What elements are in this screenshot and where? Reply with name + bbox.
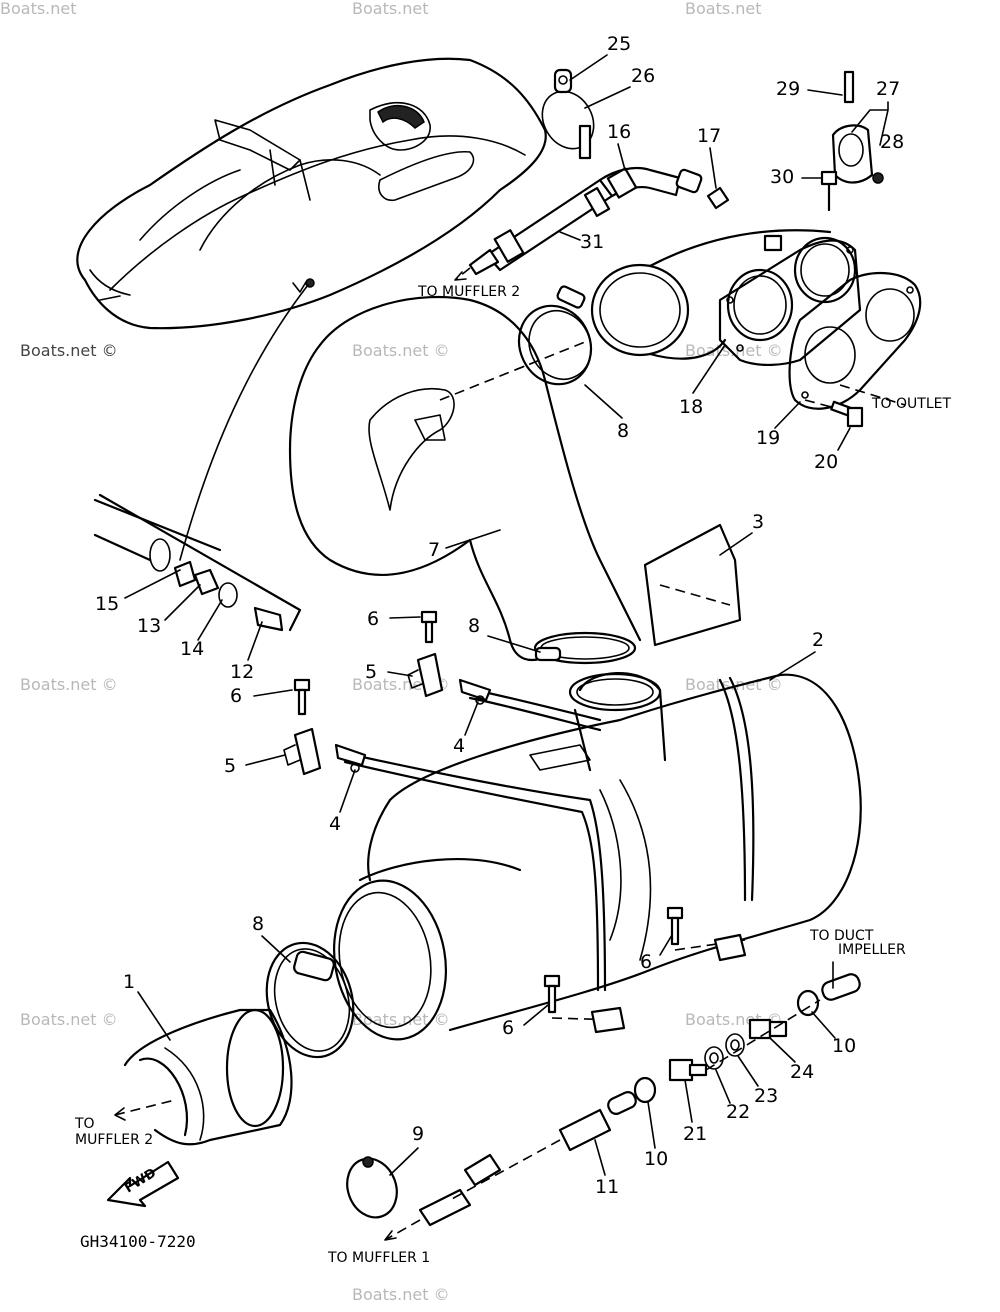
watermark: Boats.net [685, 0, 762, 18]
caption-muffler-2-bottom: MUFFLER 2 [75, 1132, 153, 1148]
clamp-26 [541, 68, 595, 160]
caption-to-outlet: TO OUTLET [871, 396, 951, 412]
callout-27: 27 [876, 78, 900, 100]
callout-6: 6 [230, 685, 242, 707]
watermark: Boats.net © [20, 675, 118, 694]
clamp-8-lower [265, 941, 355, 1059]
watermark: Boats.net [352, 0, 429, 18]
callout-11: 11 [595, 1176, 619, 1198]
callout-6: 6 [640, 951, 652, 973]
callout-8: 8 [252, 913, 264, 935]
captions: TO MUFFLER 2 TO OUTLET TO DUCT IMPELLER … [74, 284, 951, 1266]
watermark: Boats.net © [20, 1010, 118, 1029]
callout-4: 4 [453, 735, 465, 757]
bracket-5-lower [283, 727, 322, 776]
callout-8: 8 [617, 420, 629, 442]
callout-20: 20 [814, 451, 838, 473]
callout-17: 17 [697, 125, 721, 147]
watermark-group: Boats.net Boats.net Boats.net Boats.net … [0, 0, 783, 1304]
callout-8: 8 [468, 615, 480, 637]
insulation-sheet-3 [643, 523, 742, 647]
muffler-2 [332, 671, 862, 1041]
fitting-24 [748, 1018, 788, 1040]
callout-5: 5 [365, 661, 377, 683]
bracket-5-upper [407, 652, 444, 698]
watermark: Boats.net [0, 0, 77, 18]
callouts: 25 26 16 17 29 27 28 30 31 8 18 19 20 7 … [95, 33, 904, 1198]
strap-4-upper [458, 676, 755, 902]
clamp-9 [346, 1156, 398, 1219]
callout-26: 26 [631, 65, 655, 87]
caption-to-muffler-1: TO MUFFLER 1 [327, 1250, 430, 1266]
callout-30: 30 [770, 166, 794, 188]
washer-22 [704, 1046, 724, 1070]
callout-18: 18 [679, 396, 703, 418]
callout-3: 3 [752, 511, 764, 533]
watermark: Boats.net © [20, 341, 118, 360]
callout-15: 15 [95, 593, 119, 615]
fwd-arrow-icon: FWD [106, 1160, 180, 1208]
callout-10: 10 [832, 1035, 856, 1057]
outlet-pipe-18 [590, 229, 862, 366]
exhaust-elbow-7 [288, 295, 642, 662]
watermark: Boats.net © [685, 341, 783, 360]
callout-25: 25 [607, 33, 631, 55]
caption-to-muffler-2-top: TO MUFFLER 2 [417, 284, 520, 300]
water-hose-assembly [454, 166, 703, 281]
valve-assembly-27 [820, 70, 884, 212]
clamp-8-top [514, 285, 593, 386]
caption-to: TO [74, 1116, 95, 1132]
washer-23 [725, 1033, 745, 1057]
hose-11 [384, 1091, 637, 1241]
hose-to-duct [821, 973, 861, 1001]
callout-6: 6 [367, 608, 379, 630]
callout-31: 31 [580, 231, 604, 253]
bolt-6 [293, 678, 311, 716]
callout-24: 24 [790, 1061, 814, 1083]
leader-line [179, 284, 309, 561]
watermark: Boats.net © [352, 341, 450, 360]
clamp-8-middle [533, 631, 637, 665]
callout-10: 10 [644, 1148, 668, 1170]
callout-13: 13 [137, 615, 161, 637]
callout-4: 4 [329, 813, 341, 835]
fitting-21 [668, 999, 821, 1082]
caption-impeller: IMPELLER [838, 942, 906, 958]
clip-10-lower [633, 1076, 657, 1104]
callout-1: 1 [123, 971, 135, 993]
clip-17 [706, 186, 730, 210]
callout-23: 23 [754, 1085, 778, 1107]
callout-12: 12 [230, 661, 254, 683]
joint-pipe-1 [114, 1008, 293, 1146]
watermark: Boats.net © [352, 1285, 450, 1304]
strap-4-lower [334, 743, 607, 992]
bolt-6 [420, 610, 438, 644]
callout-22: 22 [726, 1101, 750, 1123]
callout-5: 5 [224, 755, 236, 777]
bolt-6 [543, 974, 561, 1014]
callout-9: 9 [412, 1123, 424, 1145]
callout-14: 14 [180, 638, 204, 660]
callout-2: 2 [812, 629, 824, 651]
callout-19: 19 [756, 427, 780, 449]
callout-7: 7 [428, 539, 440, 561]
bolt-6 [666, 906, 684, 946]
clip-10-upper [796, 989, 820, 1017]
callout-29: 29 [776, 78, 800, 100]
bolt-20 [804, 399, 864, 428]
gasket-19 [788, 271, 922, 410]
callout-16: 16 [607, 121, 631, 143]
callout-28: 28 [880, 131, 904, 153]
caption-to-duct: TO DUCT [809, 928, 874, 944]
part-code: GH34100-7220 [80, 1232, 196, 1251]
callout-6: 6 [502, 1017, 514, 1039]
callout-21: 21 [683, 1123, 707, 1145]
hose-segment-15 [93, 493, 302, 632]
